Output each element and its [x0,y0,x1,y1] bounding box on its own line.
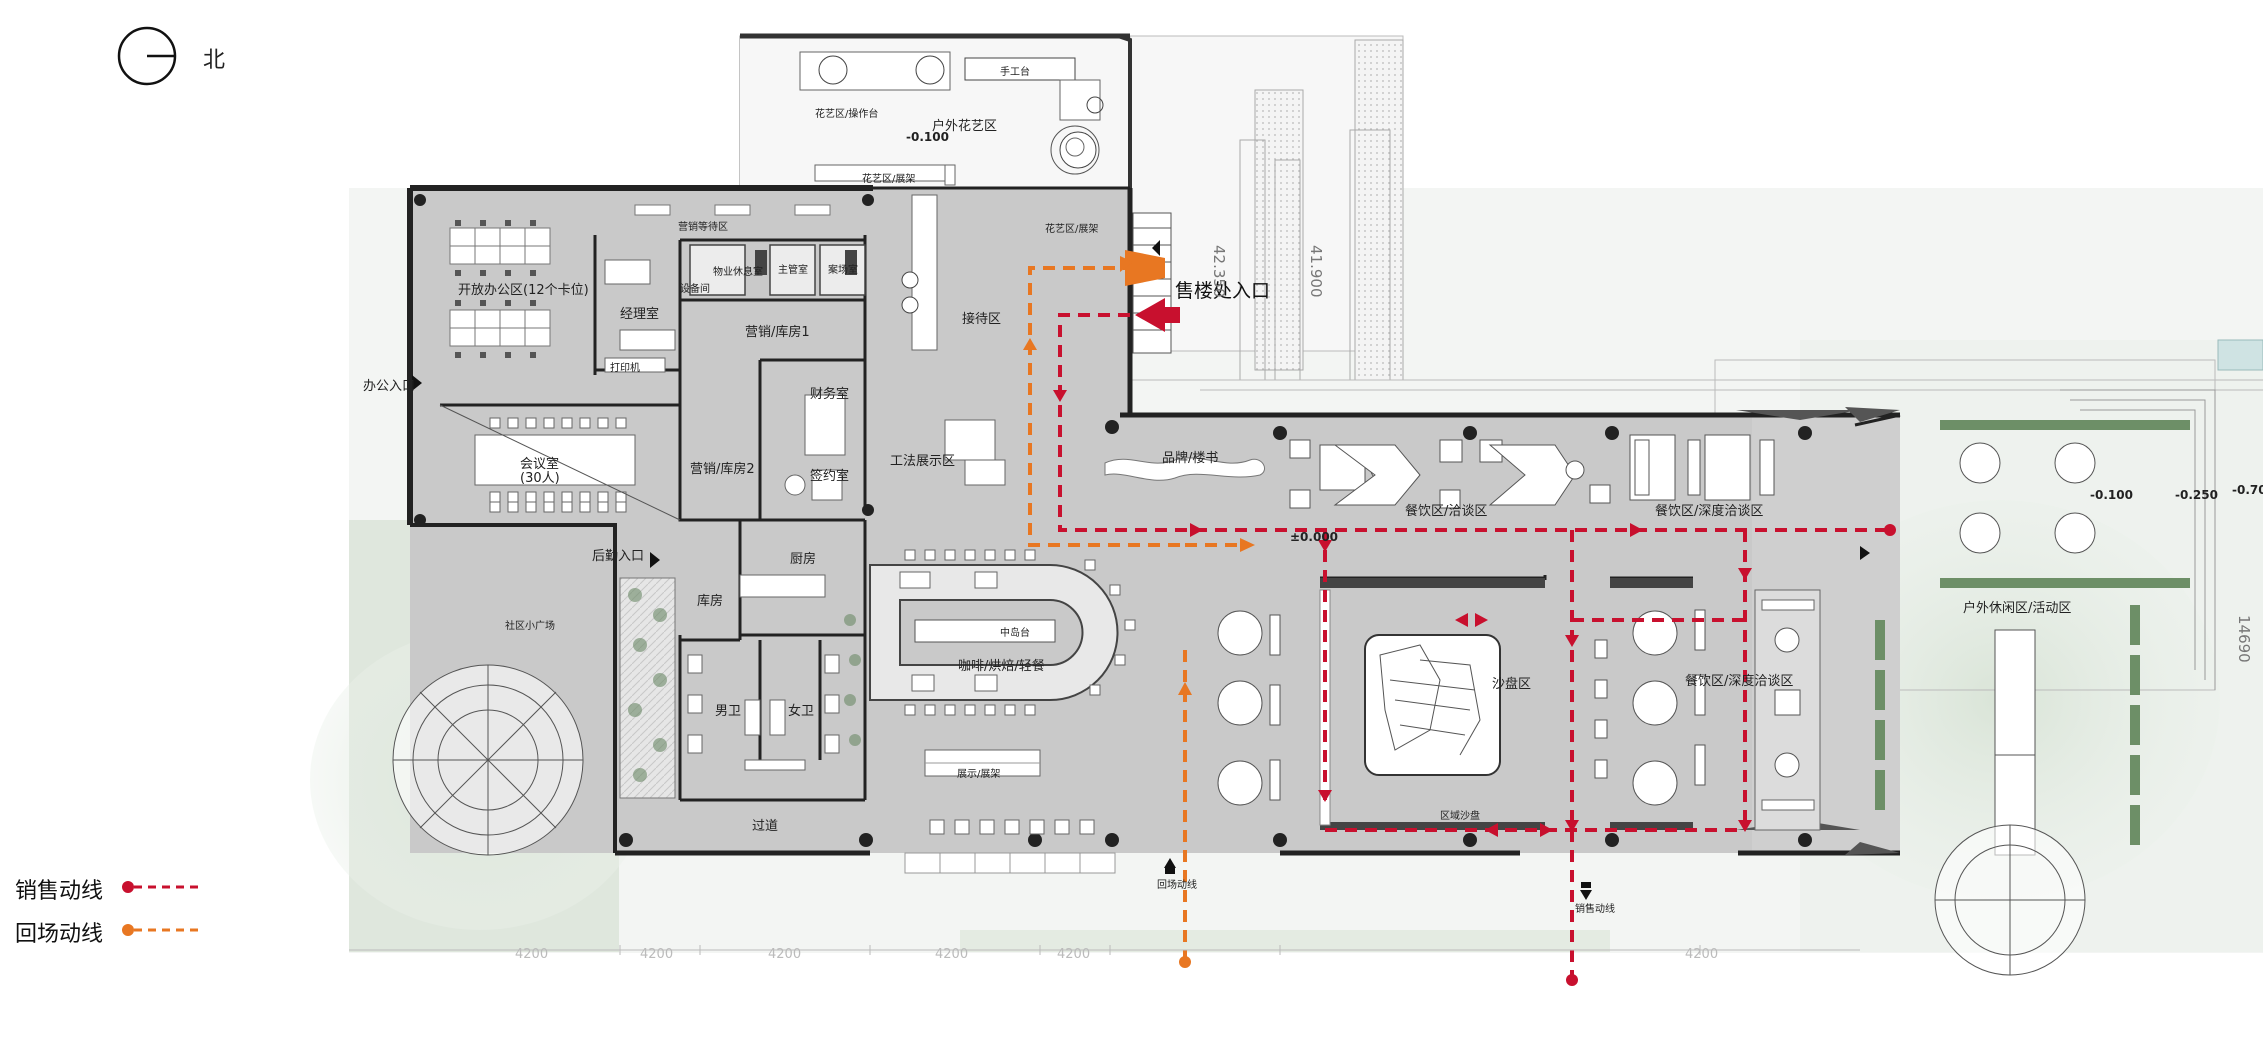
room-meeting-cap: (30人) [520,471,560,486]
tree-east [1934,824,2086,976]
room-storage2: 营销/库房2 [690,462,755,477]
elev-outdoor1: -0.100 [2090,488,2133,502]
room-finance: 财务室 [810,387,850,402]
columns [414,194,1812,847]
elev-main: ±0.000 [1290,530,1339,544]
legend-return-line [122,924,200,936]
elev-edge: -0.70 [2232,483,2263,497]
room-cafe: 咖啡/烘焙/轻餐 [958,659,1045,674]
dim-7: 4200 [935,947,969,962]
room-craft: 工法展示区 [890,454,956,469]
room-garden-sub3: 花艺区/展架 [862,174,916,185]
room-garden-sub4: 花艺区/展架 [1045,224,1099,235]
elev-outdoor2: -0.250 [2175,488,2218,502]
room-dining1: 餐饮区/洽谈区 [1405,504,1488,519]
room-signing: 签约室 [810,469,850,484]
room-marketing-wait: 营销等待区 [678,222,728,233]
room-equipment: 设备间 [680,284,710,295]
room-dining2: 餐饮区/深度洽谈区 [1655,504,1764,519]
room-mgmt: 主管室 [778,265,808,276]
dining-tables-top [1289,434,1775,509]
dim-9: 4200 [1685,947,1719,962]
office-entrance-label: 办公入口 [363,379,416,394]
room-sand-label: 区域沙盘 [1440,811,1480,822]
legend-sales-line [122,881,200,893]
sales-entrance-label: 售楼处入口 [1175,280,1271,302]
room-kitchen: 厨房 [790,552,817,567]
room-printer: 打印机 [610,363,640,374]
room-prop-office: 案场室 [828,265,858,276]
room-property: 物业休息室 [713,267,763,278]
room-garden: 户外花艺区 [932,119,998,134]
dim-6: 4200 [768,947,802,962]
room-dining3: 餐饮区/深度洽谈区 [1685,674,1794,689]
logistics-entrance-label: 后勤入口 [592,549,645,564]
room-male: 男卫 [715,704,742,719]
legend-return-label: 回场动线 [15,922,104,947]
room-garden-sub2: 手工台 [1000,67,1030,78]
north-arrow-icon [117,26,177,86]
room-plaza: 社区小广场 [505,621,555,632]
tree-west [392,664,584,856]
dim-5: 4200 [640,947,674,962]
room-meeting: 会议室 [520,457,560,472]
office-desks [449,227,551,347]
cafe-counter [869,564,1119,701]
room-sand: 沙盘区 [1492,677,1532,692]
room-corridor: 过道 [752,819,779,834]
legend-sales-label: 销售动线 [15,879,104,904]
room-outdoor: 户外休闲区/活动区 [1963,601,2072,616]
dim-3: 14690 [2235,615,2253,663]
room-store: 库房 [697,594,724,609]
room-female: 女卫 [788,704,815,719]
room-manager: 经理室 [620,307,660,322]
north-label: 北 [203,48,226,73]
sales-exit-label: 销售动线 [1575,904,1615,915]
return-route [1028,266,1240,962]
room-display: 展示/展架 [957,769,1001,780]
room-center-table: 中岛台 [1000,628,1030,639]
dim-1: 42.350 [1210,245,1228,298]
dim-8: 4200 [1057,947,1091,962]
room-open-office: 开放办公区(12个卡位) [458,283,589,298]
return-exit-label: 回场动线 [1157,880,1197,891]
elev-garden: -0.100 [906,130,949,144]
dim-4: 4200 [515,947,549,962]
room-brand: 品牌/楼书 [1162,451,1219,466]
room-garden-sub1: 花艺区/操作台 [815,109,879,120]
room-storage1: 营销/库房1 [745,325,810,340]
dim-2: 41.900 [1307,245,1325,298]
room-reception: 接待区 [962,312,1002,327]
